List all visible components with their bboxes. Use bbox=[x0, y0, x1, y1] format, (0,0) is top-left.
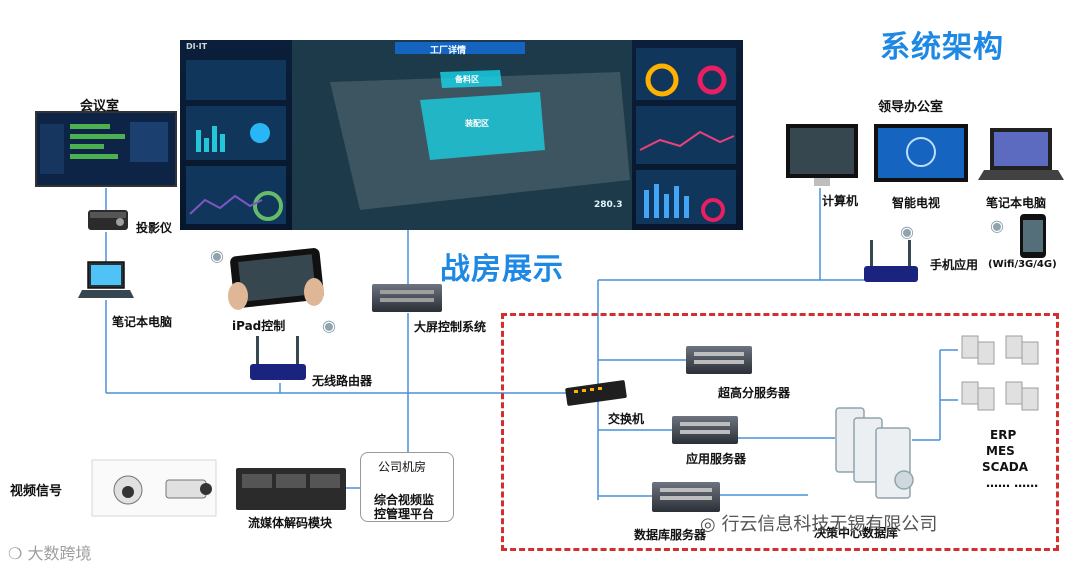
db-server-label: 数据库服务器 bbox=[634, 528, 707, 542]
bigscreen-control-label: 大屏控制系统 bbox=[414, 320, 487, 334]
screen-logo: DI·IT bbox=[186, 42, 208, 51]
video-signal-label: 视频信号 bbox=[10, 484, 63, 499]
smart-tv-label: 智能电视 bbox=[892, 196, 941, 210]
mobile-phone bbox=[1020, 214, 1046, 258]
hd-server bbox=[686, 346, 752, 374]
office-laptop bbox=[978, 128, 1064, 180]
scada-label: SCADA bbox=[982, 460, 1028, 474]
wireless-router-right bbox=[864, 240, 918, 282]
system-title: 系统架构 bbox=[880, 30, 1004, 65]
decoder-module bbox=[236, 468, 346, 510]
db-server bbox=[652, 482, 720, 512]
more-label: …… …… bbox=[986, 476, 1039, 490]
wifi-icon-ipad: ◉ bbox=[322, 316, 336, 335]
zone-main: 装配区 bbox=[465, 119, 489, 128]
wechat-watermark: ◎ 行云信息科技无锡有限公司 bbox=[700, 510, 937, 536]
decision-center-towers bbox=[835, 407, 914, 499]
mobile-app-label: 手机应用 bbox=[930, 258, 979, 272]
wifi-icon-left: ◉ bbox=[210, 246, 224, 265]
switch-label: 交换机 bbox=[608, 412, 645, 426]
wifi-icon-right: ◉ bbox=[900, 222, 914, 241]
office-smart-tv bbox=[874, 124, 968, 182]
company-room-box bbox=[360, 452, 454, 522]
leader-office-label: 领导办公室 bbox=[878, 100, 944, 115]
erp-label: ERP bbox=[990, 428, 1017, 442]
network-switch bbox=[565, 380, 627, 406]
laptop-left bbox=[78, 261, 134, 298]
decoder-label: 流媒体解码模块 bbox=[248, 516, 333, 530]
erp-server-cluster bbox=[961, 335, 1039, 411]
showroom-title: 战房展示 bbox=[440, 252, 564, 287]
laptop-right-label: 笔记本电脑 bbox=[986, 196, 1047, 210]
wechat-icon: ◎ bbox=[700, 514, 722, 535]
platform-label-line1: 综合视频监 bbox=[374, 493, 435, 507]
data-center-dashed-region bbox=[501, 313, 1059, 551]
wifi-icon-phone: ◉ bbox=[990, 216, 1004, 235]
app-server bbox=[672, 416, 738, 444]
company-room-label: 公司机房 bbox=[378, 460, 427, 474]
platform-label-line2: 控管理平台 bbox=[374, 507, 435, 521]
meeting-room-screen bbox=[35, 111, 177, 187]
computer-label: 计算机 bbox=[822, 194, 859, 208]
wechat-watermark-text: 行云信息科技无锡有限公司 bbox=[721, 514, 938, 535]
big-screen-display bbox=[180, 40, 743, 230]
screen-readout: 280.3 bbox=[594, 200, 623, 210]
hd-server-label: 超高分服务器 bbox=[718, 386, 791, 400]
mes-label: MES bbox=[986, 444, 1015, 458]
ipad-device bbox=[228, 248, 324, 310]
meeting-room-label: 会议室 bbox=[80, 99, 120, 114]
mobile-app-note: (Wifi/3G/4G) bbox=[988, 259, 1057, 270]
screen-header: 工厂详情 bbox=[430, 46, 467, 56]
source-watermark-text: 大数跨境 bbox=[27, 544, 92, 563]
laptop-left-label: 笔记本电脑 bbox=[112, 315, 173, 329]
bigscreen-control-server bbox=[372, 284, 442, 312]
projector-label: 投影仪 bbox=[136, 221, 173, 235]
wireless-router-label: 无线路由器 bbox=[312, 374, 373, 388]
projector bbox=[88, 210, 128, 230]
zone-top: 备料区 bbox=[455, 75, 479, 84]
office-computer bbox=[786, 124, 858, 186]
wireless-router-left bbox=[250, 336, 306, 380]
app-server-label: 应用服务器 bbox=[686, 452, 747, 466]
ipad-label: iPad控制 bbox=[232, 319, 286, 333]
source-logo-icon: ❍ bbox=[8, 544, 28, 563]
decision-db-label: 决策中心数据库 bbox=[814, 526, 899, 540]
source-watermark: ❍ 大数跨境 bbox=[8, 540, 91, 564]
surveillance-cameras bbox=[91, 459, 217, 517]
connection-lines bbox=[105, 188, 958, 500]
